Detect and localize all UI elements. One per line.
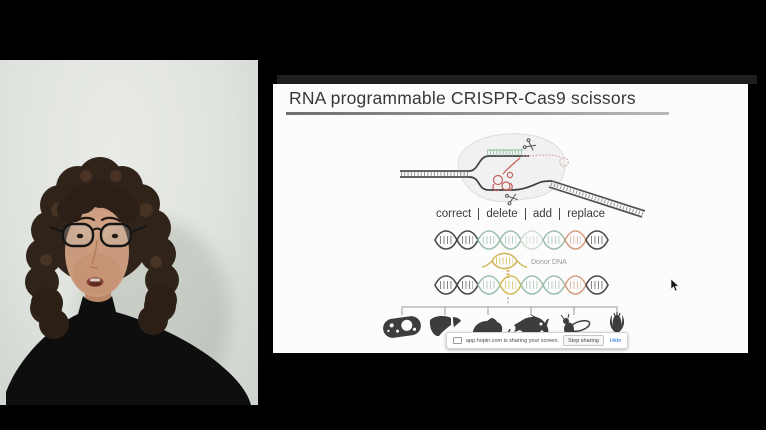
separator xyxy=(524,207,526,220)
mouse-cursor xyxy=(670,279,680,292)
presenter-bangs xyxy=(57,180,140,223)
separator xyxy=(478,207,480,220)
shared-screen-top-edge xyxy=(277,75,757,84)
plasmid-icon xyxy=(383,316,421,338)
presenter-eyebrows xyxy=(74,216,122,223)
share-message: app.hopin.com is sharing your screen. xyxy=(466,337,559,344)
mouse-icon xyxy=(472,318,511,335)
screen-share-banner: app.hopin.com is sharing your screen. St… xyxy=(446,332,629,349)
presenter-eyes xyxy=(76,233,119,239)
presenter xyxy=(6,157,251,405)
cas9-protein-blob xyxy=(457,133,566,203)
crispr-cas9-diagram: Donor DNA xyxy=(383,133,646,340)
organism-tree xyxy=(401,297,618,315)
presenter-nose xyxy=(89,239,99,269)
guide-rna-pairing xyxy=(487,149,523,156)
separator xyxy=(559,207,561,220)
webcam-video xyxy=(0,60,258,405)
presenter-mouth xyxy=(86,277,104,287)
sgrna-scaffold xyxy=(492,157,521,192)
hair-side-curls xyxy=(31,284,177,339)
donor-dna: Donor DNA xyxy=(481,252,567,278)
edit-modes-row: correct delete add replace xyxy=(418,206,623,221)
donor-dna-label: Donor DNA xyxy=(531,259,567,266)
target-dna-left xyxy=(400,170,469,178)
liver-icon xyxy=(429,315,461,337)
target-dna-right xyxy=(548,180,646,218)
displaced-strand xyxy=(522,154,569,167)
screen-share-icon xyxy=(453,337,462,344)
slide-title: RNA programmable CRISPR-Cas9 scissors xyxy=(289,88,636,108)
fish-icon xyxy=(514,314,549,335)
edit-mode-correct: correct xyxy=(436,207,472,220)
title-underline xyxy=(286,112,669,115)
edit-mode-add: add xyxy=(532,207,553,220)
unwound-dna-strands xyxy=(468,155,553,191)
stop-sharing-button[interactable]: Stop sharing xyxy=(562,335,604,346)
edit-mode-replace: replace xyxy=(567,207,605,220)
edit-mode-delete: delete xyxy=(486,207,518,220)
dna-helix-edited xyxy=(434,275,609,295)
dna-helix-original xyxy=(434,230,609,250)
shared-slide: RNA programmable CRISPR-Cas9 scissors xyxy=(273,84,748,353)
hide-link[interactable]: Hide xyxy=(609,337,622,344)
